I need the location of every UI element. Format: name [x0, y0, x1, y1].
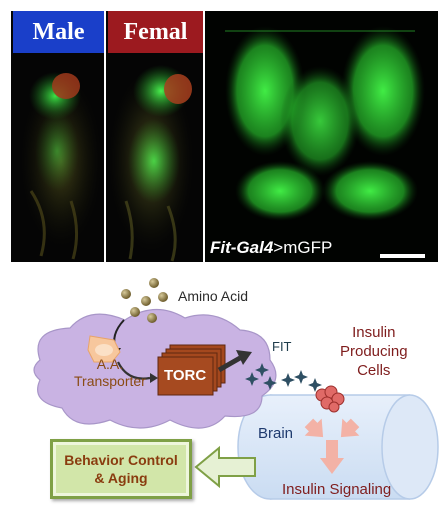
torc-stack [157, 344, 226, 396]
dissection-image [205, 11, 438, 262]
genotype-caption: Fit-Gal4>mGFP [210, 238, 332, 258]
insulin-cell-cluster [315, 385, 345, 413]
ipc-label-line3: Cells [357, 362, 391, 379]
amino-acid-label: Amino Acid [178, 288, 249, 304]
torc-to-fit-arrow [217, 355, 242, 373]
transporter-label-line2: Transporter [74, 373, 146, 389]
male-label: Male [13, 11, 104, 53]
gfp-tissue-illustration [205, 11, 438, 262]
fit-label: FIT [272, 339, 292, 354]
transporter-icon [87, 335, 121, 363]
ipc-label-line1: Insulin [352, 324, 396, 341]
torc-label: TORC [164, 367, 207, 384]
insulin-signaling-arrows [304, 418, 360, 474]
fit-stars [245, 363, 322, 392]
output-arrow [194, 445, 256, 489]
fat-body-cloud [33, 308, 277, 429]
transporter-label-line1: A.A. [96, 356, 124, 372]
brain-label: Brain [258, 425, 294, 442]
caption-reporter: >mGFP [273, 238, 333, 257]
behavior-label-line1: Behavior Control [64, 452, 178, 468]
insulin-signaling-label: Insulin Signaling [282, 481, 392, 498]
brain-shape [237, 394, 439, 500]
ipc-label: Insulin Producing Cells [340, 323, 408, 380]
ipc-label-line2: Producing [340, 343, 408, 360]
transporter-label: A.A. Transporter [74, 356, 146, 390]
scale-bar [380, 254, 425, 258]
transport-to-torc-arrow [117, 361, 151, 380]
female-fly-illustration [106, 11, 203, 262]
pathway-diagram [33, 278, 439, 500]
behavior-label-line2: & Aging [94, 470, 148, 486]
female-label: Femal [108, 11, 203, 53]
behavior-box: Behavior Control & Aging [50, 439, 192, 499]
amino-acid-beads [121, 278, 168, 323]
caption-gene: Fit-Gal4 [210, 238, 274, 257]
